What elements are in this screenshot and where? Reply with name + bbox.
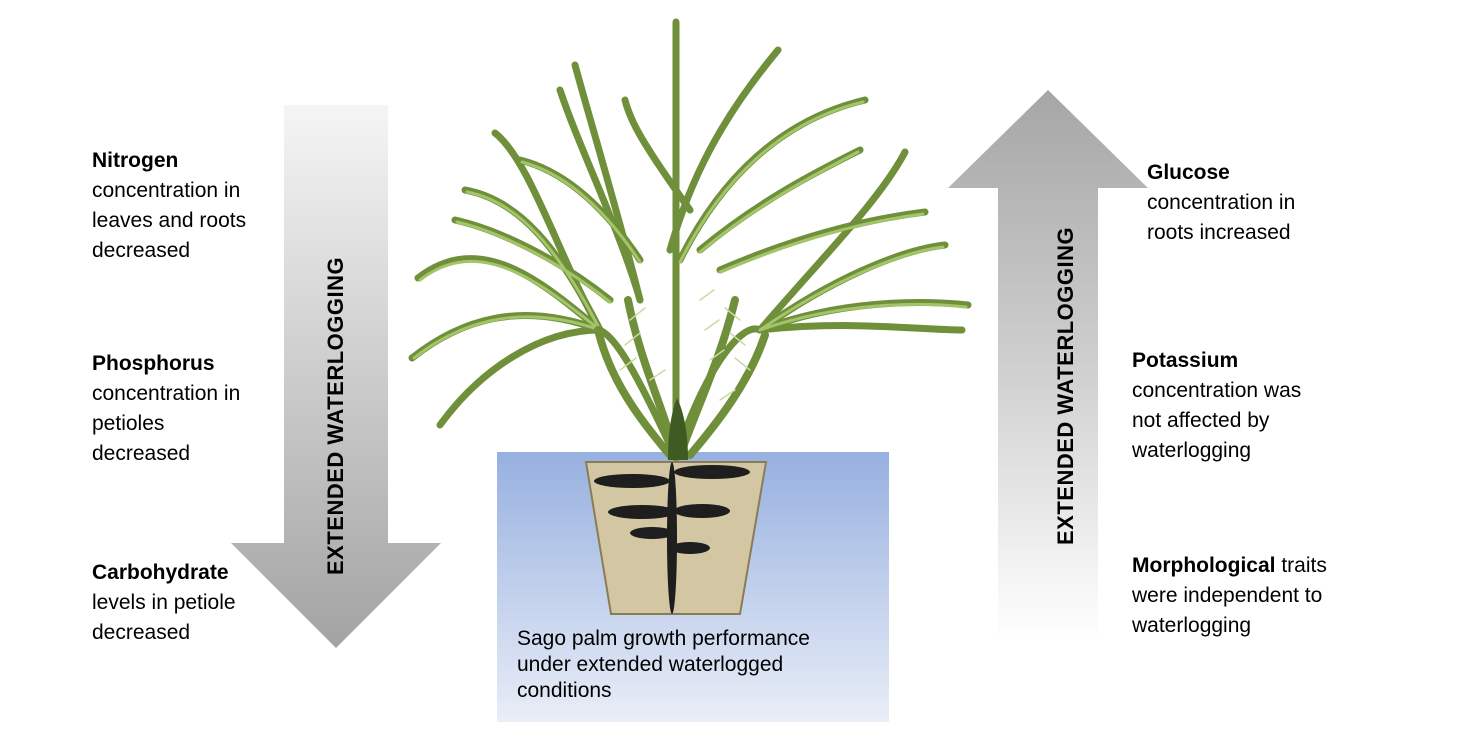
palm-fronds	[408, 18, 972, 462]
phosphorus-rest: concentration in petioles decreased	[92, 382, 241, 465]
nitrogen-bold: Nitrogen	[92, 149, 179, 172]
morphological-rest: traits were independent to waterlogging	[1132, 554, 1327, 637]
center-caption: Sago palm growth performance under exten…	[517, 627, 810, 702]
glucose-rest: concentration in roots increased	[1147, 191, 1296, 244]
glucose-bold: Glucose	[1147, 161, 1230, 184]
up-arrow	[948, 90, 1148, 640]
down-arrow	[231, 105, 441, 648]
morphological-text: Morphological traits were independent to…	[1132, 551, 1357, 641]
left-arrow-label: EXTENDED WATERLOGGING	[323, 256, 348, 575]
nitrogen-rest: concentration in leaves and roots decrea…	[92, 179, 247, 262]
potassium-rest: concentration was not affected by waterl…	[1132, 379, 1302, 462]
carbohydrate-text: Carbohydrate levels in petiole decreased	[92, 558, 262, 648]
potassium-text: Potassium concentration was not affected…	[1132, 346, 1327, 466]
right-arrow-label: EXTENDED WATERLOGGING	[1053, 226, 1078, 545]
potassium-bold: Potassium	[1132, 349, 1239, 372]
phosphorus-text: Phosphorus concentration in petioles dec…	[92, 349, 262, 469]
carbohydrate-rest: levels in petiole decreased	[92, 591, 236, 644]
morphological-bold: Morphological	[1132, 554, 1276, 577]
glucose-text: Glucose concentration in roots increased	[1147, 158, 1322, 248]
carbohydrate-bold: Carbohydrate	[92, 561, 229, 584]
phosphorus-bold: Phosphorus	[92, 352, 215, 375]
palm-trunk	[668, 398, 688, 460]
roots	[594, 462, 750, 614]
nitrogen-text: Nitrogen concentration in leaves and roo…	[92, 146, 272, 266]
